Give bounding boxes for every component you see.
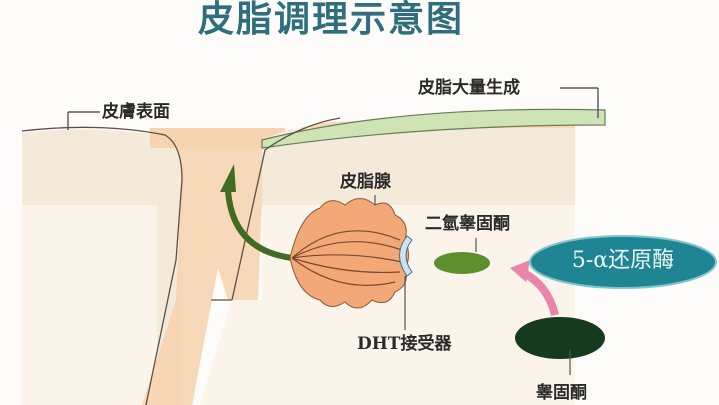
sebaceous-gland-shape [289,198,413,309]
sebum-layer [261,108,606,149]
label-enzyme: 5-α还原酶 [571,248,675,273]
label-sebaceous-gland: 皮脂腺 [340,172,391,192]
label-dht-receptor: DHT接受器 [357,334,452,354]
diagram-title: 皮脂调理示意图 [198,0,465,40]
sebum-flow-arrow [225,189,293,261]
dht-receptor-shape [399,235,413,277]
label-skin-surface: 皮膚表面 [102,102,170,122]
label-sebum-production: 皮脂大量生成 [418,78,520,98]
dht-molecule [434,252,490,274]
enzyme-badge [529,235,717,289]
testosterone-molecule [515,317,605,359]
label-dht: 二氫睾固酮 [425,214,510,234]
label-testosterone: 睾固酮 [536,383,587,403]
